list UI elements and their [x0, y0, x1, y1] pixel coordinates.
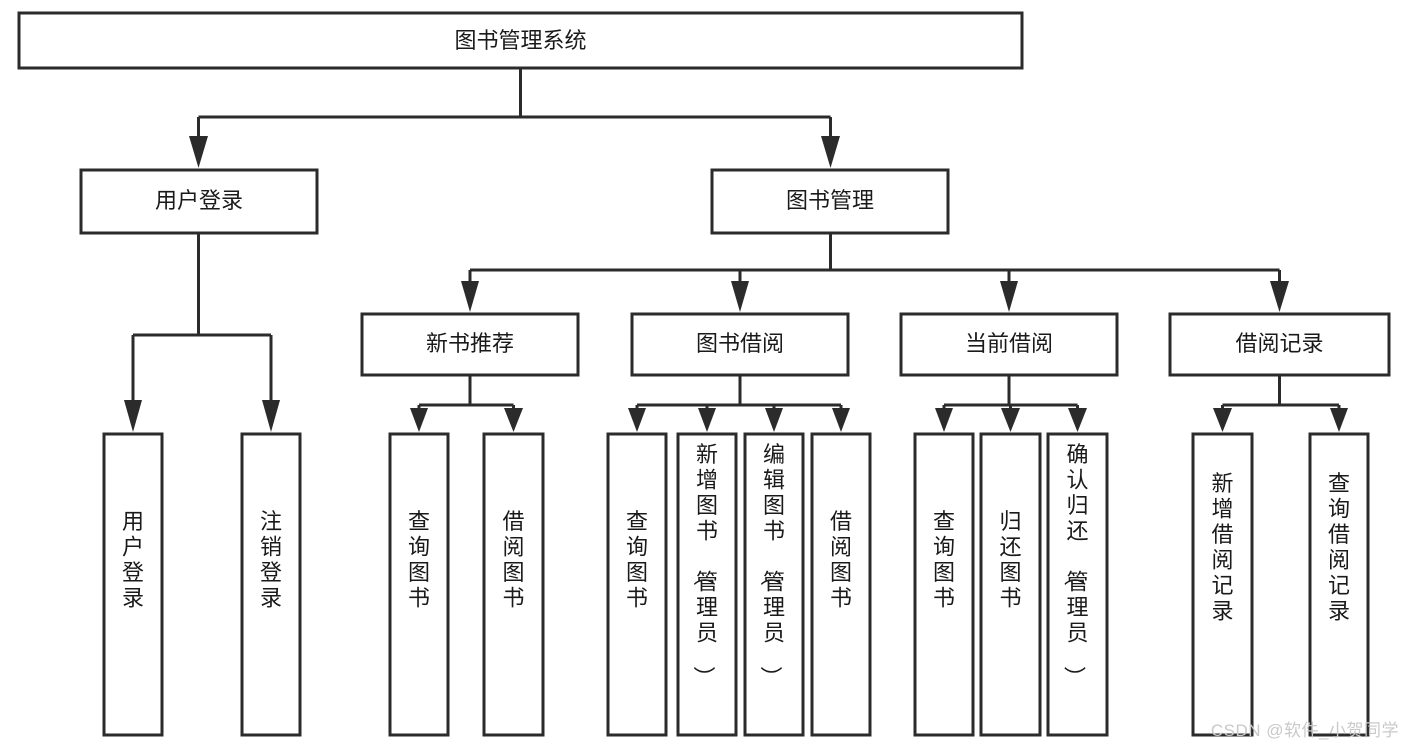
leaf-query-book-1[interactable]: 查询图书 — [388, 432, 450, 737]
arrow-head-leaf-confirm-return — [1068, 408, 1087, 432]
arrow-head-leaf-borrow-book-2 — [832, 408, 850, 432]
node-book-borrow-box[interactable] — [630, 312, 850, 377]
node-book-manage-box[interactable] — [710, 168, 950, 235]
arrow-head-user-login — [189, 136, 208, 168]
leaf-borrow-book-1[interactable]: 借阅图书 — [482, 432, 545, 737]
leaf-edit-book-admin[interactable]: 编辑图书（管理员） — [743, 432, 805, 737]
connector-group-book-manage — [461, 233, 1289, 312]
node-current-borrow-label: 当前借阅 — [965, 331, 1053, 356]
node-current-borrow[interactable]: 当前借阅 — [899, 312, 1119, 377]
arrow-head-leaf-add-book — [698, 408, 716, 432]
node-borrow-record-label: 借阅记录 — [1235, 331, 1323, 356]
node-new-book-recommend[interactable]: 新书推荐 — [360, 312, 580, 377]
leaf-query-book-3[interactable]: 查询图书 — [913, 432, 975, 737]
arrow-head-leaf-logout — [262, 400, 280, 432]
node-new-book-recommend-label: 新书推荐 — [426, 331, 514, 356]
arrow-head-leaf-query-book-2 — [628, 408, 646, 432]
leaf-query-borrow-record-box[interactable] — [1308, 432, 1370, 737]
leaf-return-book-box[interactable] — [979, 432, 1042, 737]
connector-group-borrow-record — [1213, 375, 1348, 432]
node-borrow-record-box[interactable] — [1168, 312, 1391, 377]
arrow-head-leaf-user-login — [124, 400, 142, 432]
leaf-logout-label: 注销登录 — [260, 509, 282, 611]
leaf-borrow-book-2-label: 借阅图书 — [830, 509, 852, 611]
leaf-query-borrow-record-label: 查询借阅记录 — [1328, 471, 1350, 624]
leaf-return-book-label: 归还图书 — [999, 509, 1021, 611]
node-current-borrow-box[interactable] — [899, 312, 1119, 377]
arrow-head-leaf-return-book — [1001, 408, 1020, 432]
leaf-return-book[interactable]: 归还图书 — [979, 432, 1042, 737]
node-root[interactable]: 图书管理系统 — [17, 11, 1024, 70]
leaf-query-book-3-box[interactable] — [913, 432, 975, 737]
leaf-user-login-box[interactable] — [102, 432, 164, 737]
arrow-head-current-borrow — [1000, 281, 1018, 312]
arrow-head-book-manage — [821, 136, 840, 168]
leaf-user-login-label: 用户登录 — [122, 509, 144, 611]
leaf-confirm-return-admin[interactable]: 确认归还（管理员） — [1046, 432, 1109, 737]
connector-group-user-login — [124, 233, 280, 432]
arrow-head-leaf-query-book-3 — [935, 408, 953, 432]
leaf-add-borrow-record[interactable]: 新增借阅记录 — [1191, 432, 1254, 737]
leaf-logout-box[interactable] — [240, 432, 302, 737]
leaf-query-borrow-record[interactable]: 查询借阅记录 — [1308, 432, 1370, 737]
node-new-book-recommend-box[interactable] — [360, 312, 580, 377]
node-borrow-record[interactable]: 借阅记录 — [1168, 312, 1391, 377]
node-book-borrow[interactable]: 图书借阅 — [630, 312, 850, 377]
leaf-borrow-book-2-box[interactable] — [810, 432, 872, 737]
arrow-head-leaf-query-book-1 — [410, 408, 428, 432]
leaf-query-book-1-box[interactable] — [388, 432, 450, 737]
leaf-edit-book-admin-box[interactable] — [743, 432, 805, 737]
arrow-head-leaf-query-record — [1330, 408, 1348, 432]
leaf-query-book-2-label: 查询图书 — [626, 509, 648, 611]
leaf-user-login[interactable]: 用户登录 — [102, 432, 164, 737]
node-book-manage-label: 图书管理 — [786, 188, 874, 213]
node-book-borrow-label: 图书借阅 — [696, 331, 784, 356]
arrow-head-leaf-add-record — [1213, 408, 1232, 432]
node-book-manage[interactable]: 图书管理 — [710, 168, 950, 235]
leaf-query-book-2-box[interactable] — [606, 432, 668, 737]
node-root-label: 图书管理系统 — [454, 28, 586, 53]
leaf-logout[interactable]: 注销登录 — [240, 432, 302, 737]
leaf-query-book-2[interactable]: 查询图书 — [606, 432, 668, 737]
leaf-borrow-book-1-label: 借阅图书 — [502, 509, 524, 611]
arrow-head-book-borrow — [731, 281, 749, 312]
leaf-add-book-admin-label: 新增图书（管理员） — [691, 442, 718, 688]
arrow-head-leaf-edit-book — [765, 408, 783, 432]
node-user-login-box[interactable] — [79, 168, 319, 235]
connector-group-root — [189, 68, 840, 168]
leaf-add-book-admin-box[interactable] — [676, 432, 738, 737]
node-root-box[interactable] — [17, 11, 1024, 70]
arrow-head-leaf-borrow-book-1 — [504, 408, 523, 432]
node-user-login[interactable]: 用户登录 — [79, 168, 319, 235]
node-user-login-label: 用户登录 — [155, 188, 243, 213]
leaf-confirm-return-admin-label: 确认归还（管理员） — [1061, 442, 1088, 688]
leaf-add-borrow-record-label: 新增借阅记录 — [1211, 471, 1233, 624]
connector-group-current-borrow — [935, 375, 1087, 432]
connector-group-book-borrow — [628, 375, 850, 432]
leaf-edit-book-admin-label: 编辑图书（管理员） — [758, 442, 785, 688]
connector-group-new-book — [410, 375, 523, 432]
leaf-add-book-admin[interactable]: 新增图书（管理员） — [676, 432, 738, 737]
leaf-borrow-book-1-box[interactable] — [482, 432, 545, 737]
leaf-query-book-3-label: 查询图书 — [933, 509, 955, 611]
leaf-add-borrow-record-box[interactable] — [1191, 432, 1254, 737]
arrow-head-borrow-record — [1270, 281, 1289, 312]
leaf-query-book-1-label: 查询图书 — [408, 509, 430, 611]
arrow-head-new-book — [461, 281, 479, 312]
leaf-confirm-return-admin-box[interactable] — [1046, 432, 1109, 737]
leaf-borrow-book-2[interactable]: 借阅图书 — [810, 432, 872, 737]
